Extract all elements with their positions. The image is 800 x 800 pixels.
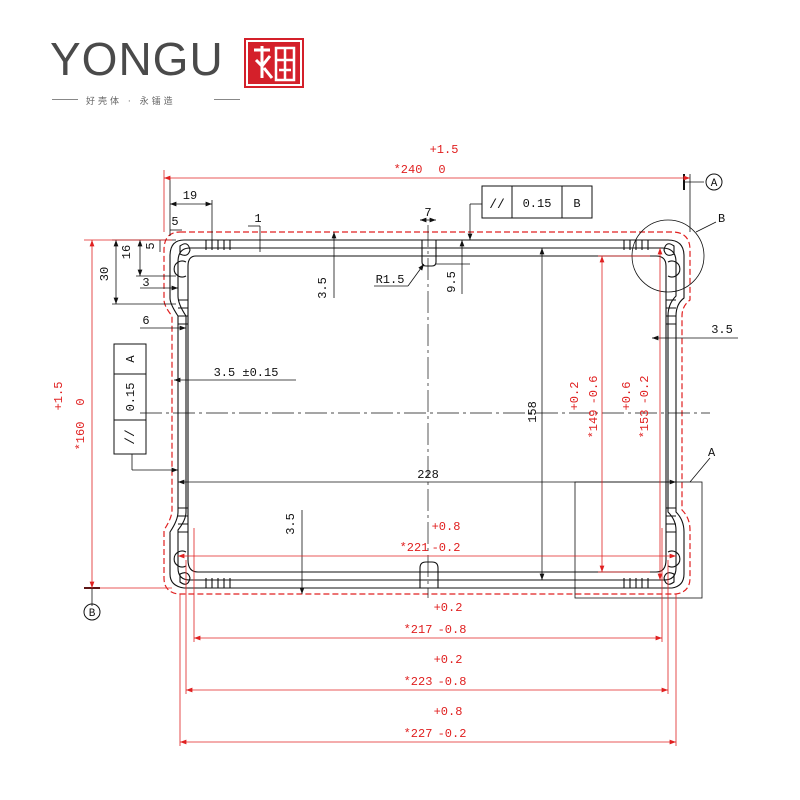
dim-r1-5: R1.5 <box>376 273 405 287</box>
dim-3: 3 <box>142 276 149 290</box>
dim-227-tol-upper: +0.8 <box>434 705 463 719</box>
parallel-datum-left: A <box>124 355 138 363</box>
dim-149-value: *149 <box>587 410 601 439</box>
red-dimension-labels: +1.5 *240 0 +1.5 *160 0 +0.2 *149 -0.6 +… <box>52 143 652 741</box>
dim-223-value: *223 <box>404 675 433 689</box>
extrusion-profile <box>169 239 685 589</box>
dim-5-top: 5 <box>171 215 178 229</box>
brand-logo-text: YONGU <box>50 33 224 85</box>
tagline-rule-left <box>52 99 78 100</box>
dim-153-tol-lower: -0.2 <box>638 376 652 405</box>
datum-a-circle <box>705 173 723 191</box>
dim-3-5-wall: 3.5 ±0.15 <box>214 366 279 380</box>
dim-240-tol-lower: 0 <box>438 163 445 177</box>
dim-160-tol-upper: +1.5 <box>52 382 66 411</box>
brand-seal-logo <box>244 38 304 88</box>
dim-160-tol-lower: 0 <box>74 398 88 405</box>
dim-158: 158 <box>526 401 540 423</box>
center-lines <box>140 225 710 598</box>
black-dimension-labels: 19 5 1 7 16 30 5 3 6 3.5 R1.5 9.5 3.5 3.… <box>98 189 733 535</box>
dim-217-value: *217 <box>404 623 433 637</box>
dim-3-5-right: 3.5 <box>711 323 733 337</box>
parallel-symbol-top: // <box>489 197 505 212</box>
dim-153-value: *153 <box>638 410 652 439</box>
parallel-value-top: 0.15 <box>523 197 552 211</box>
detail-b-label: B <box>718 212 725 226</box>
dim-160-value: *160 <box>74 422 88 451</box>
datum-b-circle <box>83 603 101 621</box>
dim-227-tol-lower: -0.2 <box>438 727 467 741</box>
dim-240-tol-upper: +1.5 <box>430 143 459 157</box>
parallel-datum-top: B <box>573 197 580 211</box>
dim-217-tol-upper: +0.2 <box>434 601 463 615</box>
dim-149-tol-lower: -0.6 <box>587 376 601 405</box>
parallel-symbol-left: // <box>123 429 138 445</box>
tolerance-frame-top <box>481 185 593 219</box>
dim-3-5-top: 3.5 <box>316 277 330 299</box>
tagline-rule-right <box>214 99 240 100</box>
datum-b-label: B <box>89 608 96 620</box>
dim-223-tol-upper: +0.2 <box>434 653 463 667</box>
dim-1: 1 <box>254 212 261 226</box>
parallel-value-left: 0.15 <box>124 383 138 412</box>
dim-7: 7 <box>424 206 431 220</box>
dim-223-tol-lower: -0.8 <box>438 675 467 689</box>
dim-149-tol-upper: +0.2 <box>568 382 582 411</box>
brand-tagline: 好壳体 · 永镭造 <box>86 97 176 107</box>
dim-30: 30 <box>98 267 112 281</box>
dim-16: 16 <box>120 245 134 259</box>
dim-217-tol-lower: -0.8 <box>438 623 467 637</box>
dim-19: 19 <box>183 189 197 203</box>
dim-6: 6 <box>142 314 149 328</box>
dim-5-side: 5 <box>144 242 158 249</box>
dim-9-5: 9.5 <box>445 271 459 293</box>
dim-240-value: *240 <box>394 163 423 177</box>
dim-228: 228 <box>417 468 439 482</box>
datum-a-label: A <box>711 178 718 190</box>
tolerance-frame-left <box>113 343 147 455</box>
dim-221-value: *221 <box>400 541 429 555</box>
dim-227-value: *227 <box>404 727 433 741</box>
dim-221-tol-lower: -0.2 <box>432 541 461 555</box>
red-dimensions <box>84 170 690 746</box>
dim-153-tol-upper: +0.6 <box>620 382 634 411</box>
brand-seal-glyphs <box>246 40 302 86</box>
dim-221-tol-upper: +0.8 <box>432 520 461 534</box>
detail-a-label: A <box>708 446 716 460</box>
dim-3-5-bottom: 3.5 <box>284 513 298 535</box>
